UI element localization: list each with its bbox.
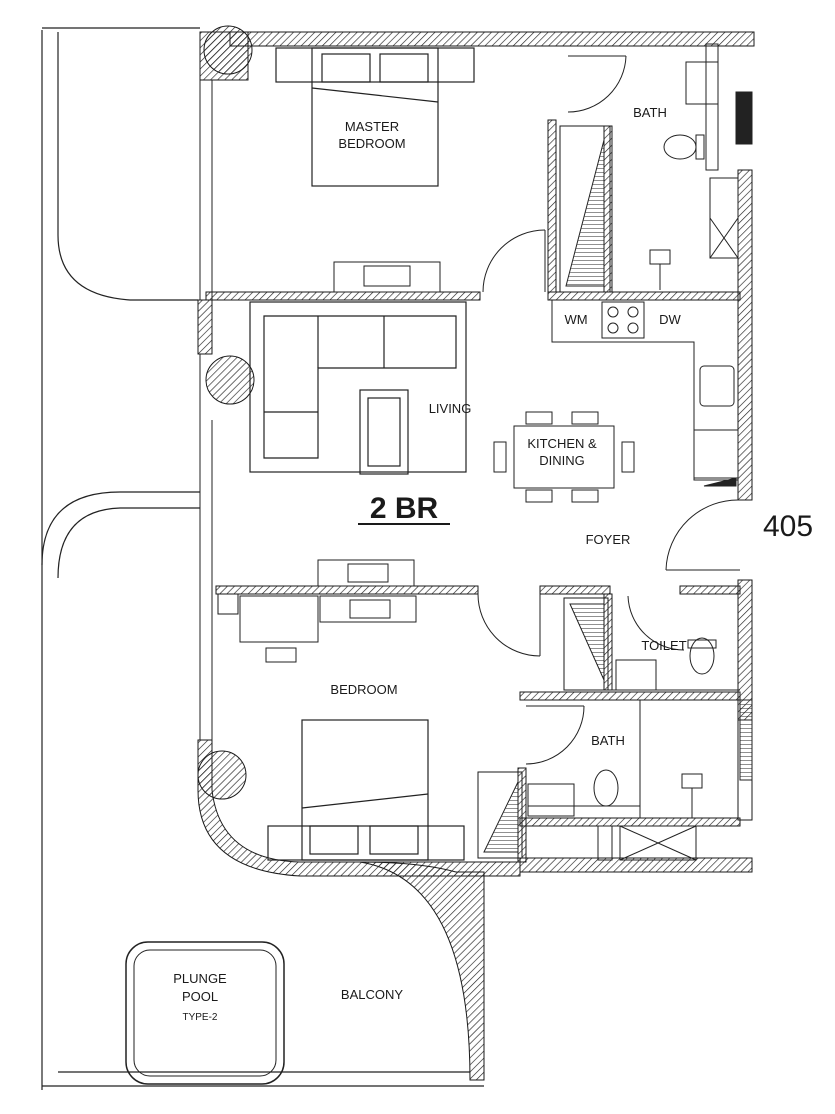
exterior-walls bbox=[197, 31, 755, 1081]
kitchen-counter bbox=[551, 300, 739, 487]
label-foyer: FOYER bbox=[586, 532, 631, 547]
label-bath-upper: BATH bbox=[633, 105, 667, 120]
label-wm: WM bbox=[564, 312, 587, 327]
sofa bbox=[249, 301, 467, 473]
label-living: LIVING bbox=[429, 401, 472, 416]
interior-walls bbox=[205, 119, 741, 863]
master-bed bbox=[275, 47, 475, 187]
master-bath-fixtures bbox=[649, 43, 753, 290]
bedroom-desk bbox=[239, 559, 417, 663]
label-kitchen-1: KITCHEN & bbox=[527, 436, 597, 451]
label-bath-lower: BATH bbox=[591, 733, 625, 748]
label-pool-2: POOL bbox=[182, 989, 218, 1004]
label-pool-3: TYPE-2 bbox=[182, 1012, 217, 1023]
label-unit-type: 2 BR bbox=[370, 492, 439, 525]
label-unit-number: 405 bbox=[763, 510, 813, 543]
label-bedroom: BEDROOM bbox=[330, 682, 397, 697]
toilet-fixtures bbox=[612, 637, 740, 691]
label-pool-1: PLUNGE bbox=[173, 971, 227, 986]
label-kitchen-2: DINING bbox=[539, 453, 585, 468]
lower-bath-fixtures bbox=[527, 699, 753, 861]
label-master-bedroom-1: MASTER bbox=[345, 119, 399, 134]
label-toilet: TOILET bbox=[641, 638, 686, 653]
dining-table bbox=[493, 411, 635, 503]
left-window-wall bbox=[199, 80, 213, 740]
balcony-outline bbox=[41, 27, 484, 1090]
label-master-bedroom-2: BEDROOM bbox=[338, 136, 405, 151]
plunge-pool bbox=[125, 941, 285, 1085]
room-labels: MASTER BEDROOM BATH WM DW LIVING KITCHEN… bbox=[173, 105, 813, 1023]
label-balcony: BALCONY bbox=[341, 987, 403, 1002]
round-columns bbox=[197, 25, 255, 800]
bedroom-bed bbox=[267, 719, 465, 861]
master-tv-unit bbox=[333, 261, 441, 293]
doors bbox=[477, 55, 741, 765]
label-dw: DW bbox=[659, 312, 681, 327]
coffee-table bbox=[359, 389, 409, 475]
